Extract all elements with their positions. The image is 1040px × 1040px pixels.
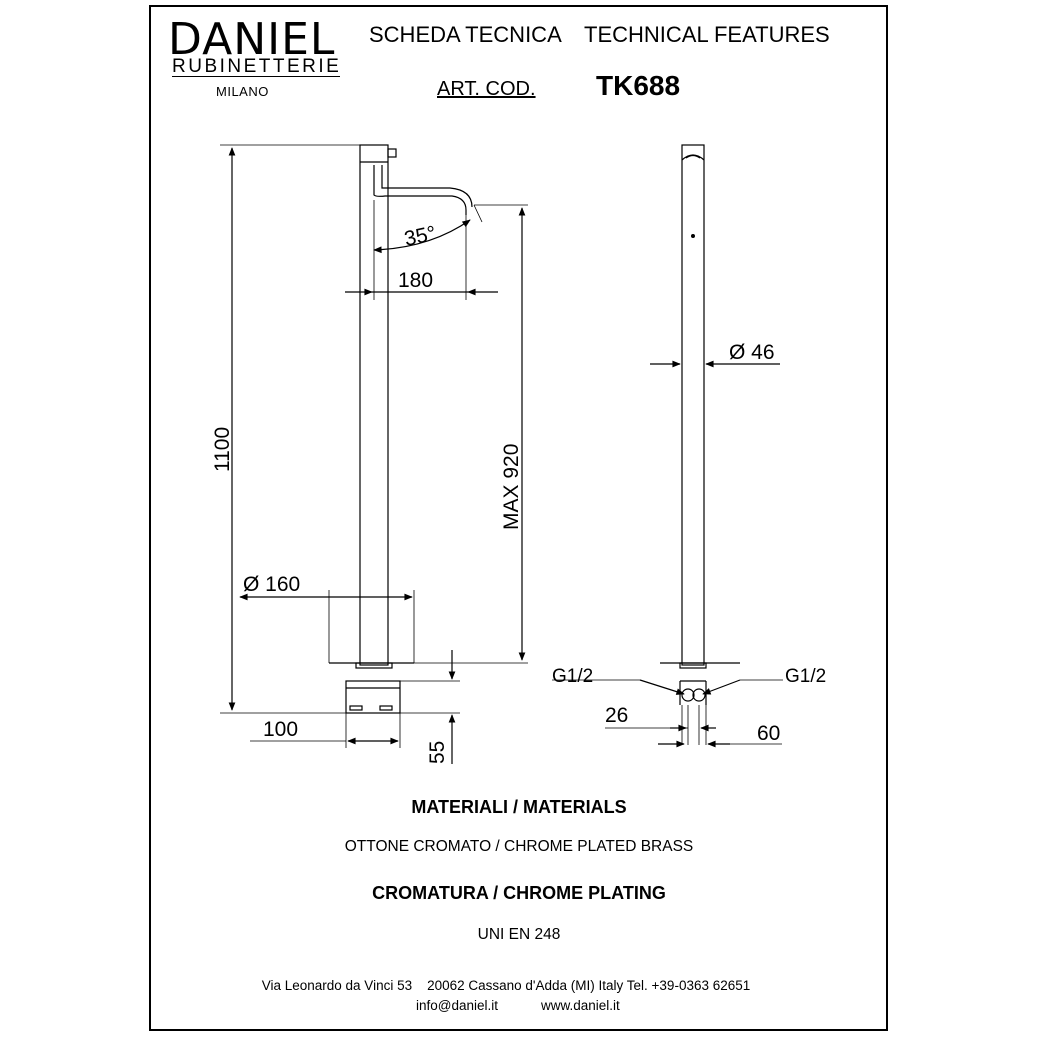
brand-logo: DANIEL (168, 14, 336, 65)
article-code-label: ART. COD. (437, 78, 536, 100)
dim-base-diameter: Ø 160 (243, 573, 300, 596)
dim-base-width: 100 (263, 718, 298, 741)
plating-title: CROMATURA / CHROME PLATING (372, 883, 666, 903)
dim-connection-width: 60 (757, 722, 780, 745)
dim-column-diameter: Ø 46 (729, 341, 775, 364)
title-italian: SCHEDA TECNICA (369, 22, 562, 47)
dim-base-height: 55 (426, 741, 449, 764)
dim-angle: 35° (402, 222, 438, 251)
brand-divider (172, 76, 340, 77)
materials-title: MATERIALI / MATERIALS (411, 797, 627, 817)
footer-website[interactable]: www.daniel.it (541, 998, 620, 1013)
plating-text: UNI EN 248 (477, 926, 561, 943)
footer-address: Via Leonardo da Vinci 53 20062 Cassano d… (261, 978, 751, 993)
dim-spout-reach: 180 (398, 269, 433, 292)
brand-subtitle: RUBINETTERIE (172, 56, 342, 77)
dim-total-height: 1100 (211, 427, 234, 472)
brand-city: MILANO (216, 84, 269, 99)
footer-email[interactable]: info@daniel.it (416, 998, 499, 1013)
dim-connection-spacing: 26 (605, 704, 628, 727)
materials-text: OTTONE CROMATO / CHROME PLATED BRASS (344, 838, 694, 855)
dim-connection-right: G1/2 (785, 666, 826, 687)
front-view (552, 144, 783, 748)
dim-connection-left: G1/2 (552, 666, 593, 687)
side-view (220, 144, 528, 764)
sheet-border (149, 5, 888, 1031)
article-code-value: TK688 (596, 70, 681, 101)
title-english: TECHNICAL FEATURES (584, 22, 830, 47)
dim-max-height: MAX 920 (500, 444, 523, 530)
